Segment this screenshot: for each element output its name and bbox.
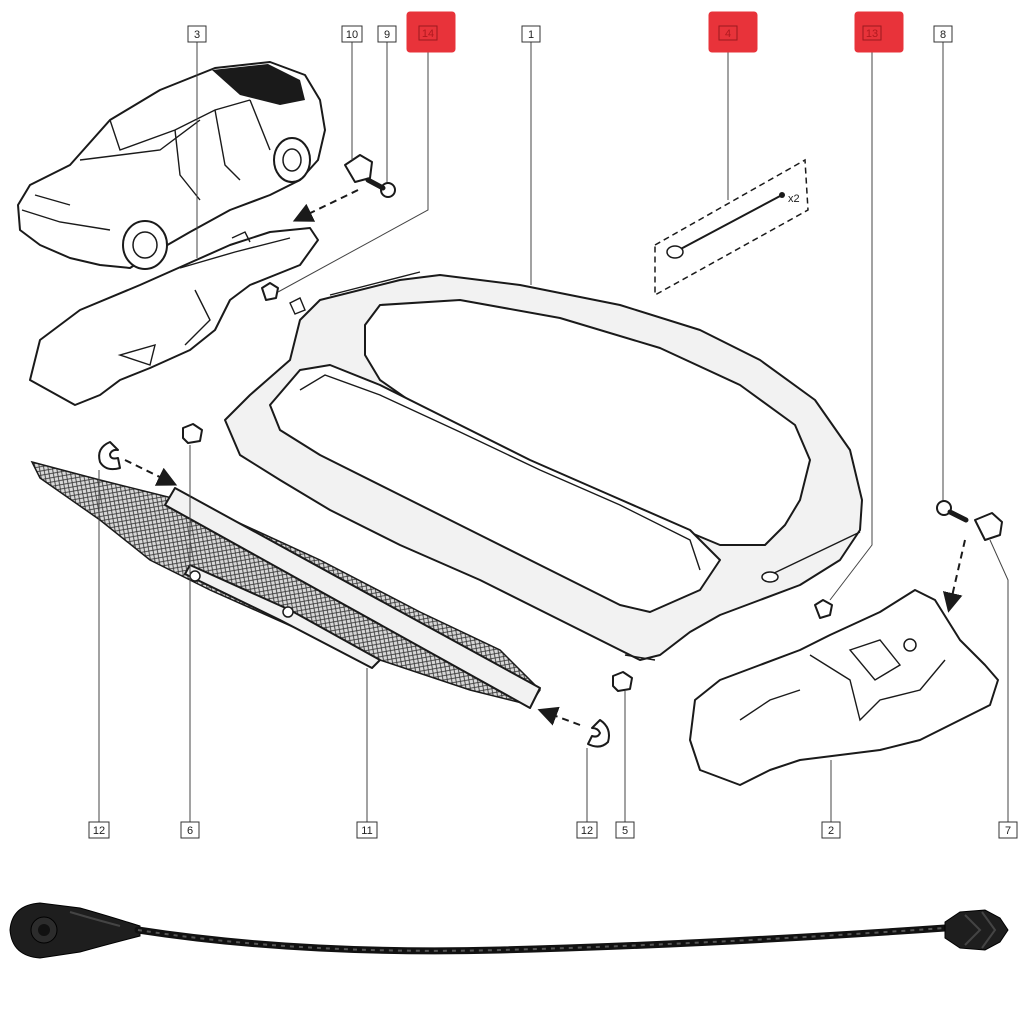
kit-quantity-label: x2 <box>788 193 800 205</box>
callout-1: 1 <box>521 25 541 43</box>
callout-11: 11 <box>356 821 378 839</box>
u-clip-part-12-right <box>587 719 610 748</box>
callout-12-left: 12 <box>88 821 110 839</box>
callout-14-highlighted: 14 <box>406 11 456 53</box>
block-clip-part-6 <box>182 423 203 444</box>
svg-text:11: 11 <box>361 825 372 837</box>
callout-6: 6 <box>180 821 200 839</box>
block-clip-part-5 <box>612 671 633 692</box>
assembly-arrow <box>537 706 581 726</box>
assembly-arrow <box>124 459 178 486</box>
svg-text:10: 10 <box>346 29 358 41</box>
svg-text:2: 2 <box>828 825 834 837</box>
svg-text:4: 4 <box>725 28 731 40</box>
svg-text:8: 8 <box>940 29 946 41</box>
screw-part-8 <box>936 500 969 523</box>
callout-7: 7 <box>998 821 1018 839</box>
assembly-arrow <box>292 189 359 222</box>
svg-text:12: 12 <box>93 825 105 837</box>
svg-text:3: 3 <box>194 29 200 41</box>
clip-part-10 <box>344 154 373 183</box>
svg-text:1: 1 <box>528 29 534 41</box>
parcel-shelf-illustration <box>224 271 863 661</box>
callout-2: 2 <box>821 821 841 839</box>
svg-text:5: 5 <box>622 825 628 837</box>
svg-text:13: 13 <box>866 28 878 40</box>
clip-part-7 <box>974 512 1003 541</box>
svg-text:14: 14 <box>422 28 434 40</box>
callout-12-right: 12 <box>576 821 598 839</box>
cord-kit-part-4: x2 <box>654 158 809 297</box>
callout-9: 9 <box>377 25 397 43</box>
parcel-shelf-cord-photo <box>9 902 1009 959</box>
hatchback-car-illustration <box>17 61 326 270</box>
callout-13-highlighted: 13 <box>854 11 904 53</box>
right-side-trim-part-2 <box>689 589 999 786</box>
leader-lines <box>98 41 1009 822</box>
left-side-trim-part-3 <box>29 227 319 406</box>
callout-3: 3 <box>187 25 207 43</box>
cargo-net-part-11 <box>30 460 541 709</box>
svg-text:12: 12 <box>581 825 593 837</box>
u-clip-part-12-left <box>98 441 121 471</box>
callout-8: 8 <box>933 25 953 43</box>
clip-part-13 <box>814 599 833 619</box>
clip-part-14 <box>261 282 279 301</box>
screw-part-9 <box>365 177 396 198</box>
svg-text:6: 6 <box>187 825 193 837</box>
svg-text:7: 7 <box>1005 825 1011 837</box>
callout-10: 10 <box>341 25 363 43</box>
callout-5: 5 <box>615 821 635 839</box>
callout-4-highlighted: 4 <box>708 11 758 53</box>
svg-text:9: 9 <box>384 29 390 41</box>
assembly-arrow <box>942 539 966 613</box>
